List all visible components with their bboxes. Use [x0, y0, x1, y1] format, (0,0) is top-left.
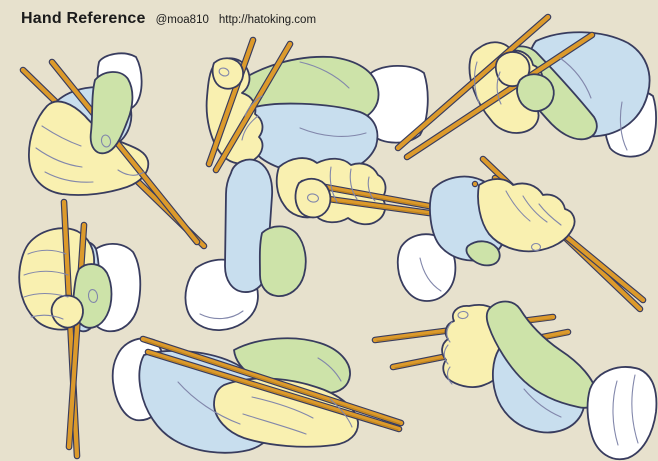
artist-handle: @moa810 — [155, 14, 209, 26]
finger-crease — [538, 203, 562, 226]
finger-crease — [447, 366, 453, 385]
hand-contour — [317, 357, 342, 382]
finger-crease — [30, 314, 64, 320]
cuff-crease — [619, 101, 628, 151]
header: Hand Reference @moa810 http://hatoking.c… — [21, 10, 316, 28]
cuff-crease — [199, 310, 244, 320]
palm-crease — [523, 388, 562, 418]
finger-nail — [530, 242, 542, 252]
hand-contour — [559, 57, 592, 99]
finger-crease — [35, 147, 83, 168]
chopstick — [48, 58, 201, 246]
hand-pose-5-standard-grip-tips-right — [184, 157, 433, 331]
chopstick-shading — [144, 340, 401, 425]
fingers — [477, 178, 576, 253]
thumb-nail — [306, 193, 320, 203]
finger-nail — [218, 67, 230, 77]
finger-crease — [474, 61, 480, 104]
finger-crease — [367, 176, 376, 202]
palm-crease — [177, 381, 241, 425]
thumb-tip — [516, 73, 555, 112]
finger-crease — [241, 115, 259, 141]
page-title: Hand Reference — [21, 10, 146, 27]
hand-pose-2-relaxed-grip-tips-lower-left — [205, 36, 429, 176]
chopstick-fill — [66, 222, 87, 450]
finger-crease — [329, 166, 338, 203]
finger-nail — [457, 310, 469, 320]
thumb — [89, 71, 134, 155]
finger-crease — [443, 344, 449, 365]
finger-crease — [23, 293, 69, 298]
cuff-crease — [612, 380, 619, 446]
chopstick — [403, 31, 596, 161]
hand-contour — [299, 61, 350, 89]
chopstick — [65, 221, 88, 451]
chopstick — [394, 13, 552, 152]
finger-crease — [44, 171, 94, 183]
hand-pose-6-top-view-grip-tips-lower-right — [396, 155, 647, 313]
finger-crease — [244, 95, 263, 117]
finger-crease — [117, 169, 145, 176]
finger-crease — [27, 249, 67, 255]
finger-crease — [446, 321, 453, 343]
chopstick — [60, 198, 81, 460]
finger-crease — [522, 195, 548, 223]
chopstick-shading — [149, 353, 399, 431]
chopstick-fill — [404, 32, 595, 160]
chopstick-fill — [213, 41, 293, 173]
hand-pose-4-fist-grip-tips-down — [18, 198, 142, 460]
chopstick — [144, 348, 403, 433]
finger-crease — [329, 398, 353, 428]
thumb-nail — [87, 288, 99, 304]
finger-crease — [41, 125, 82, 147]
finger-crease — [242, 413, 307, 435]
chopstick — [139, 335, 405, 427]
cuff-crease — [419, 257, 442, 292]
cuff-crease — [631, 374, 639, 444]
cuff — [586, 366, 658, 461]
artist-url: http://hatoking.com — [218, 14, 317, 26]
hand-heel — [258, 225, 307, 297]
chopstick-fill — [206, 37, 256, 167]
chopstick-fill — [61, 199, 80, 459]
finger-crease — [349, 168, 358, 200]
hand-pose-3-pinch-grip-tips-lower-left — [394, 13, 657, 161]
chopstick-peek — [471, 180, 479, 188]
index-fingertip — [211, 57, 244, 90]
hand-pose-1-overhand-grip-tips-lower-right — [19, 52, 208, 250]
hand-pose-7-resting-hand-chopsticks-across — [111, 335, 405, 454]
thumb-nail — [100, 134, 112, 148]
finger-crease — [505, 190, 531, 222]
chopstick-fill — [49, 59, 200, 245]
finger-crease — [496, 71, 502, 105]
index-fingertip — [50, 294, 84, 329]
hand-heel — [465, 240, 501, 267]
finger-crease — [23, 270, 69, 276]
chopstick — [212, 40, 294, 174]
palm — [245, 102, 379, 176]
chopstick — [205, 36, 257, 168]
hand-pose-8-side-grip-tips-left — [371, 300, 658, 461]
palm-crease — [299, 127, 367, 137]
chopstick-fill — [395, 14, 551, 151]
thumb — [294, 177, 332, 219]
finger-crease — [251, 396, 314, 419]
chopstick-fill — [140, 336, 404, 426]
chopstick-fill — [145, 349, 402, 432]
